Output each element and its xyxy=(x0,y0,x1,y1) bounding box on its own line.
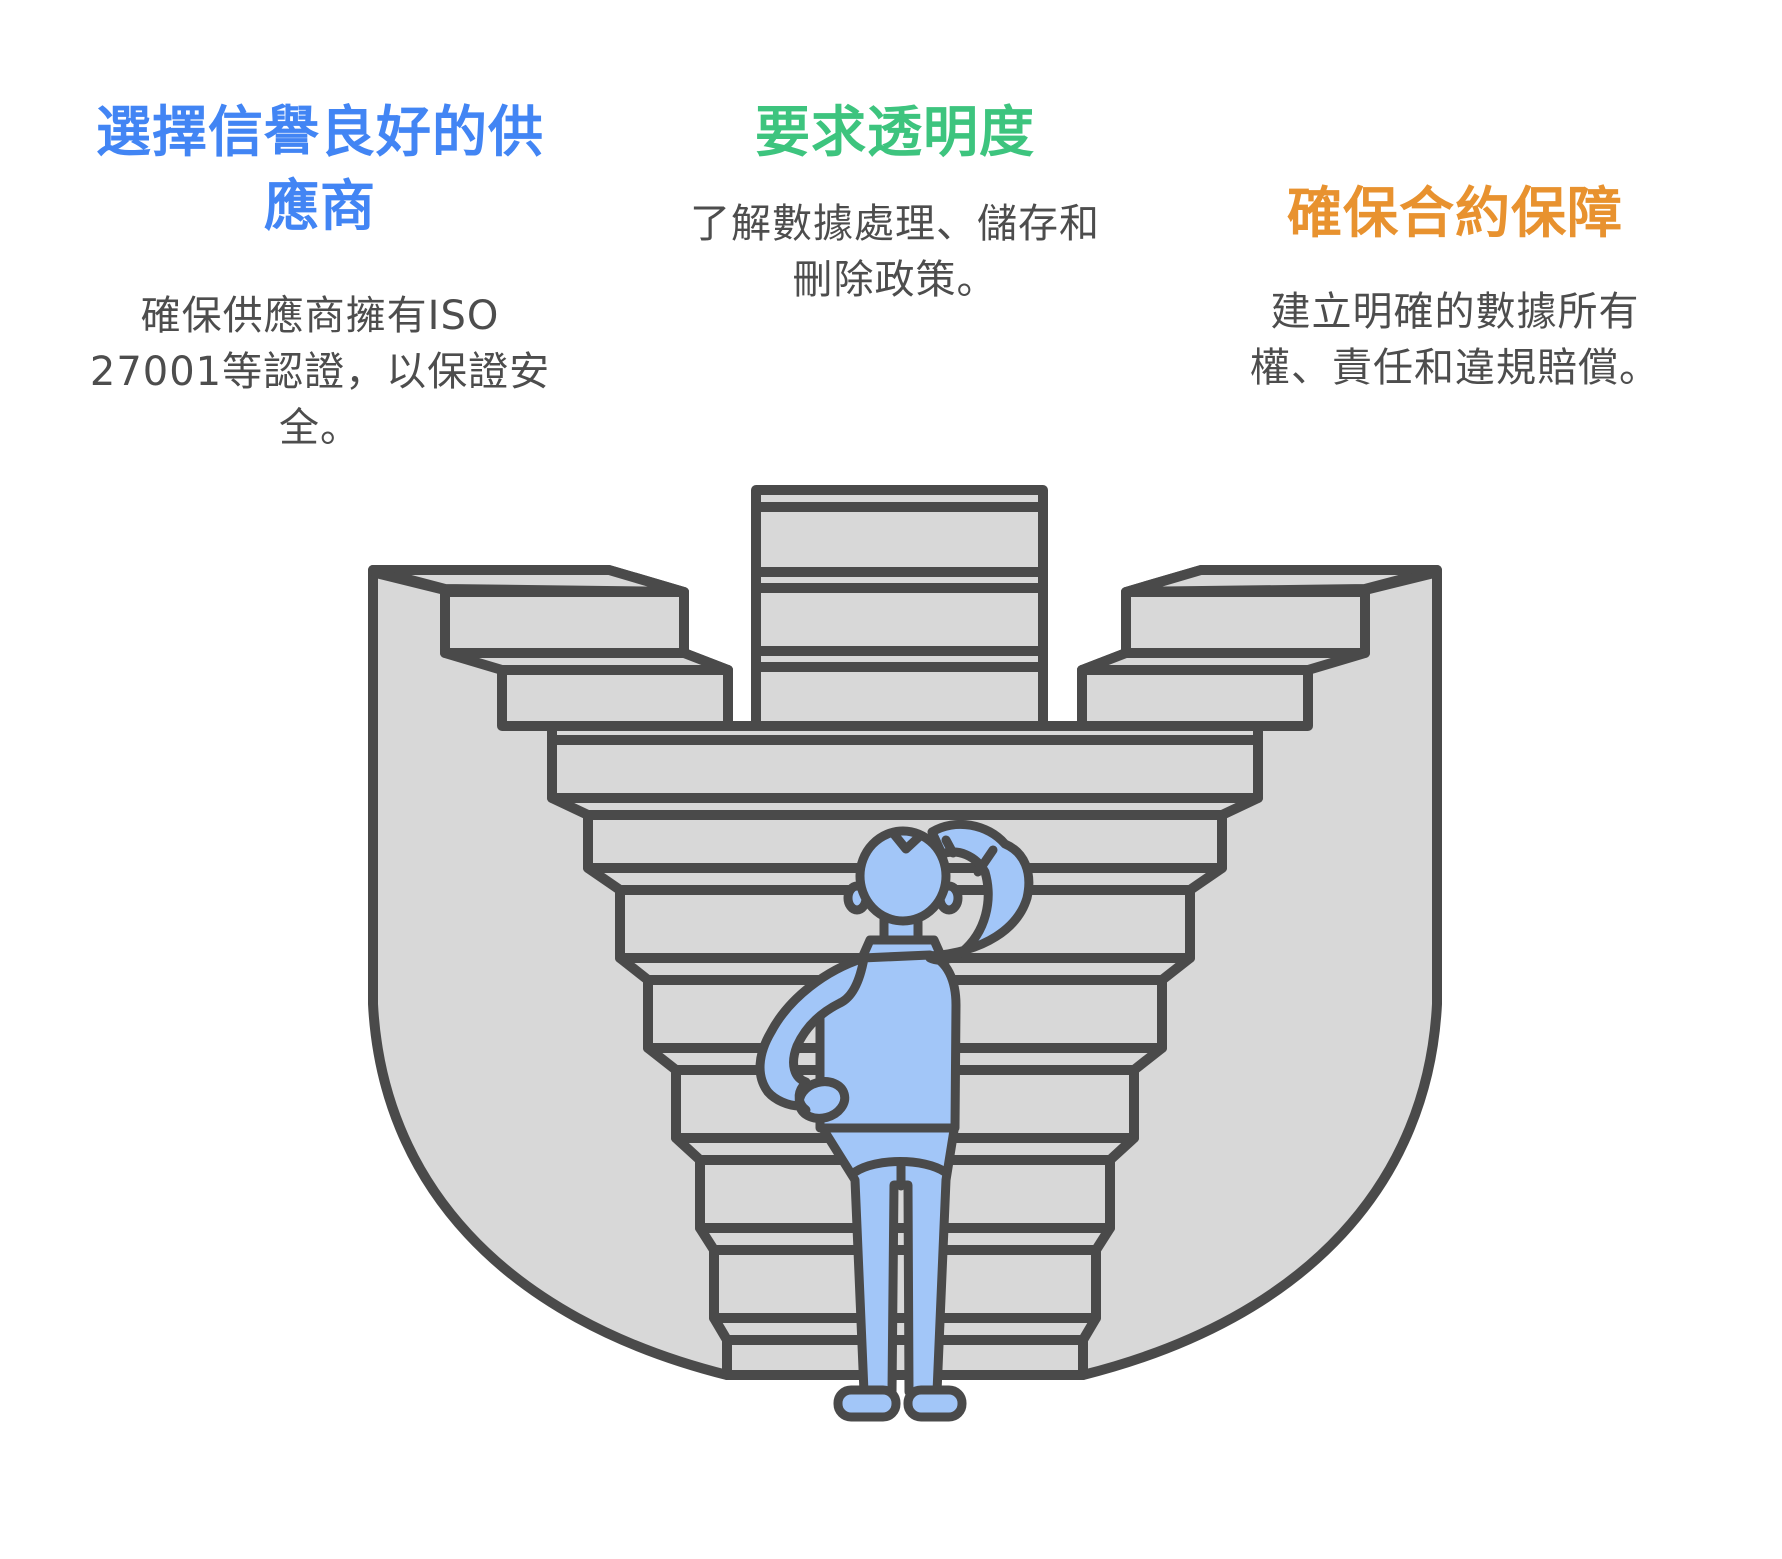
column-body-choose-reputable-vendor: 確保供應商擁有ISO 27001等認證，以保證安 全。 xyxy=(89,293,551,451)
column-title-ensure-contract-protection: 確保合約保障 xyxy=(1286,181,1623,245)
person-raised-arm xyxy=(925,819,1034,965)
column-title-demand-transparency: 要求透明度 xyxy=(754,100,1035,164)
person-finger-line xyxy=(941,835,958,858)
center-tower-stairs xyxy=(751,502,1048,672)
column-body-demand-transparency: 了解數據處理、儲存和 刪除政策。 xyxy=(690,201,1100,303)
person-hip-curve xyxy=(850,1157,950,1177)
person-figure xyxy=(755,819,1034,1422)
person-head xyxy=(855,826,951,926)
person-thumb-line xyxy=(794,1081,811,1115)
person-legs xyxy=(815,1119,960,1397)
right-branch-stairs xyxy=(1077,565,1442,731)
column-title-choose-reputable-vendor: 選擇信譽良好的供 應商 xyxy=(95,100,544,238)
column-body-ensure-contract-protection: 建立明確的數據所有 權、責任和違規賠償。 xyxy=(1250,289,1660,391)
left-branch-stairs xyxy=(368,565,733,731)
person-foot-right xyxy=(903,1385,967,1422)
person-cuff-line xyxy=(973,845,998,877)
person-foot-left xyxy=(833,1385,901,1422)
person-hair-line xyxy=(888,828,925,854)
